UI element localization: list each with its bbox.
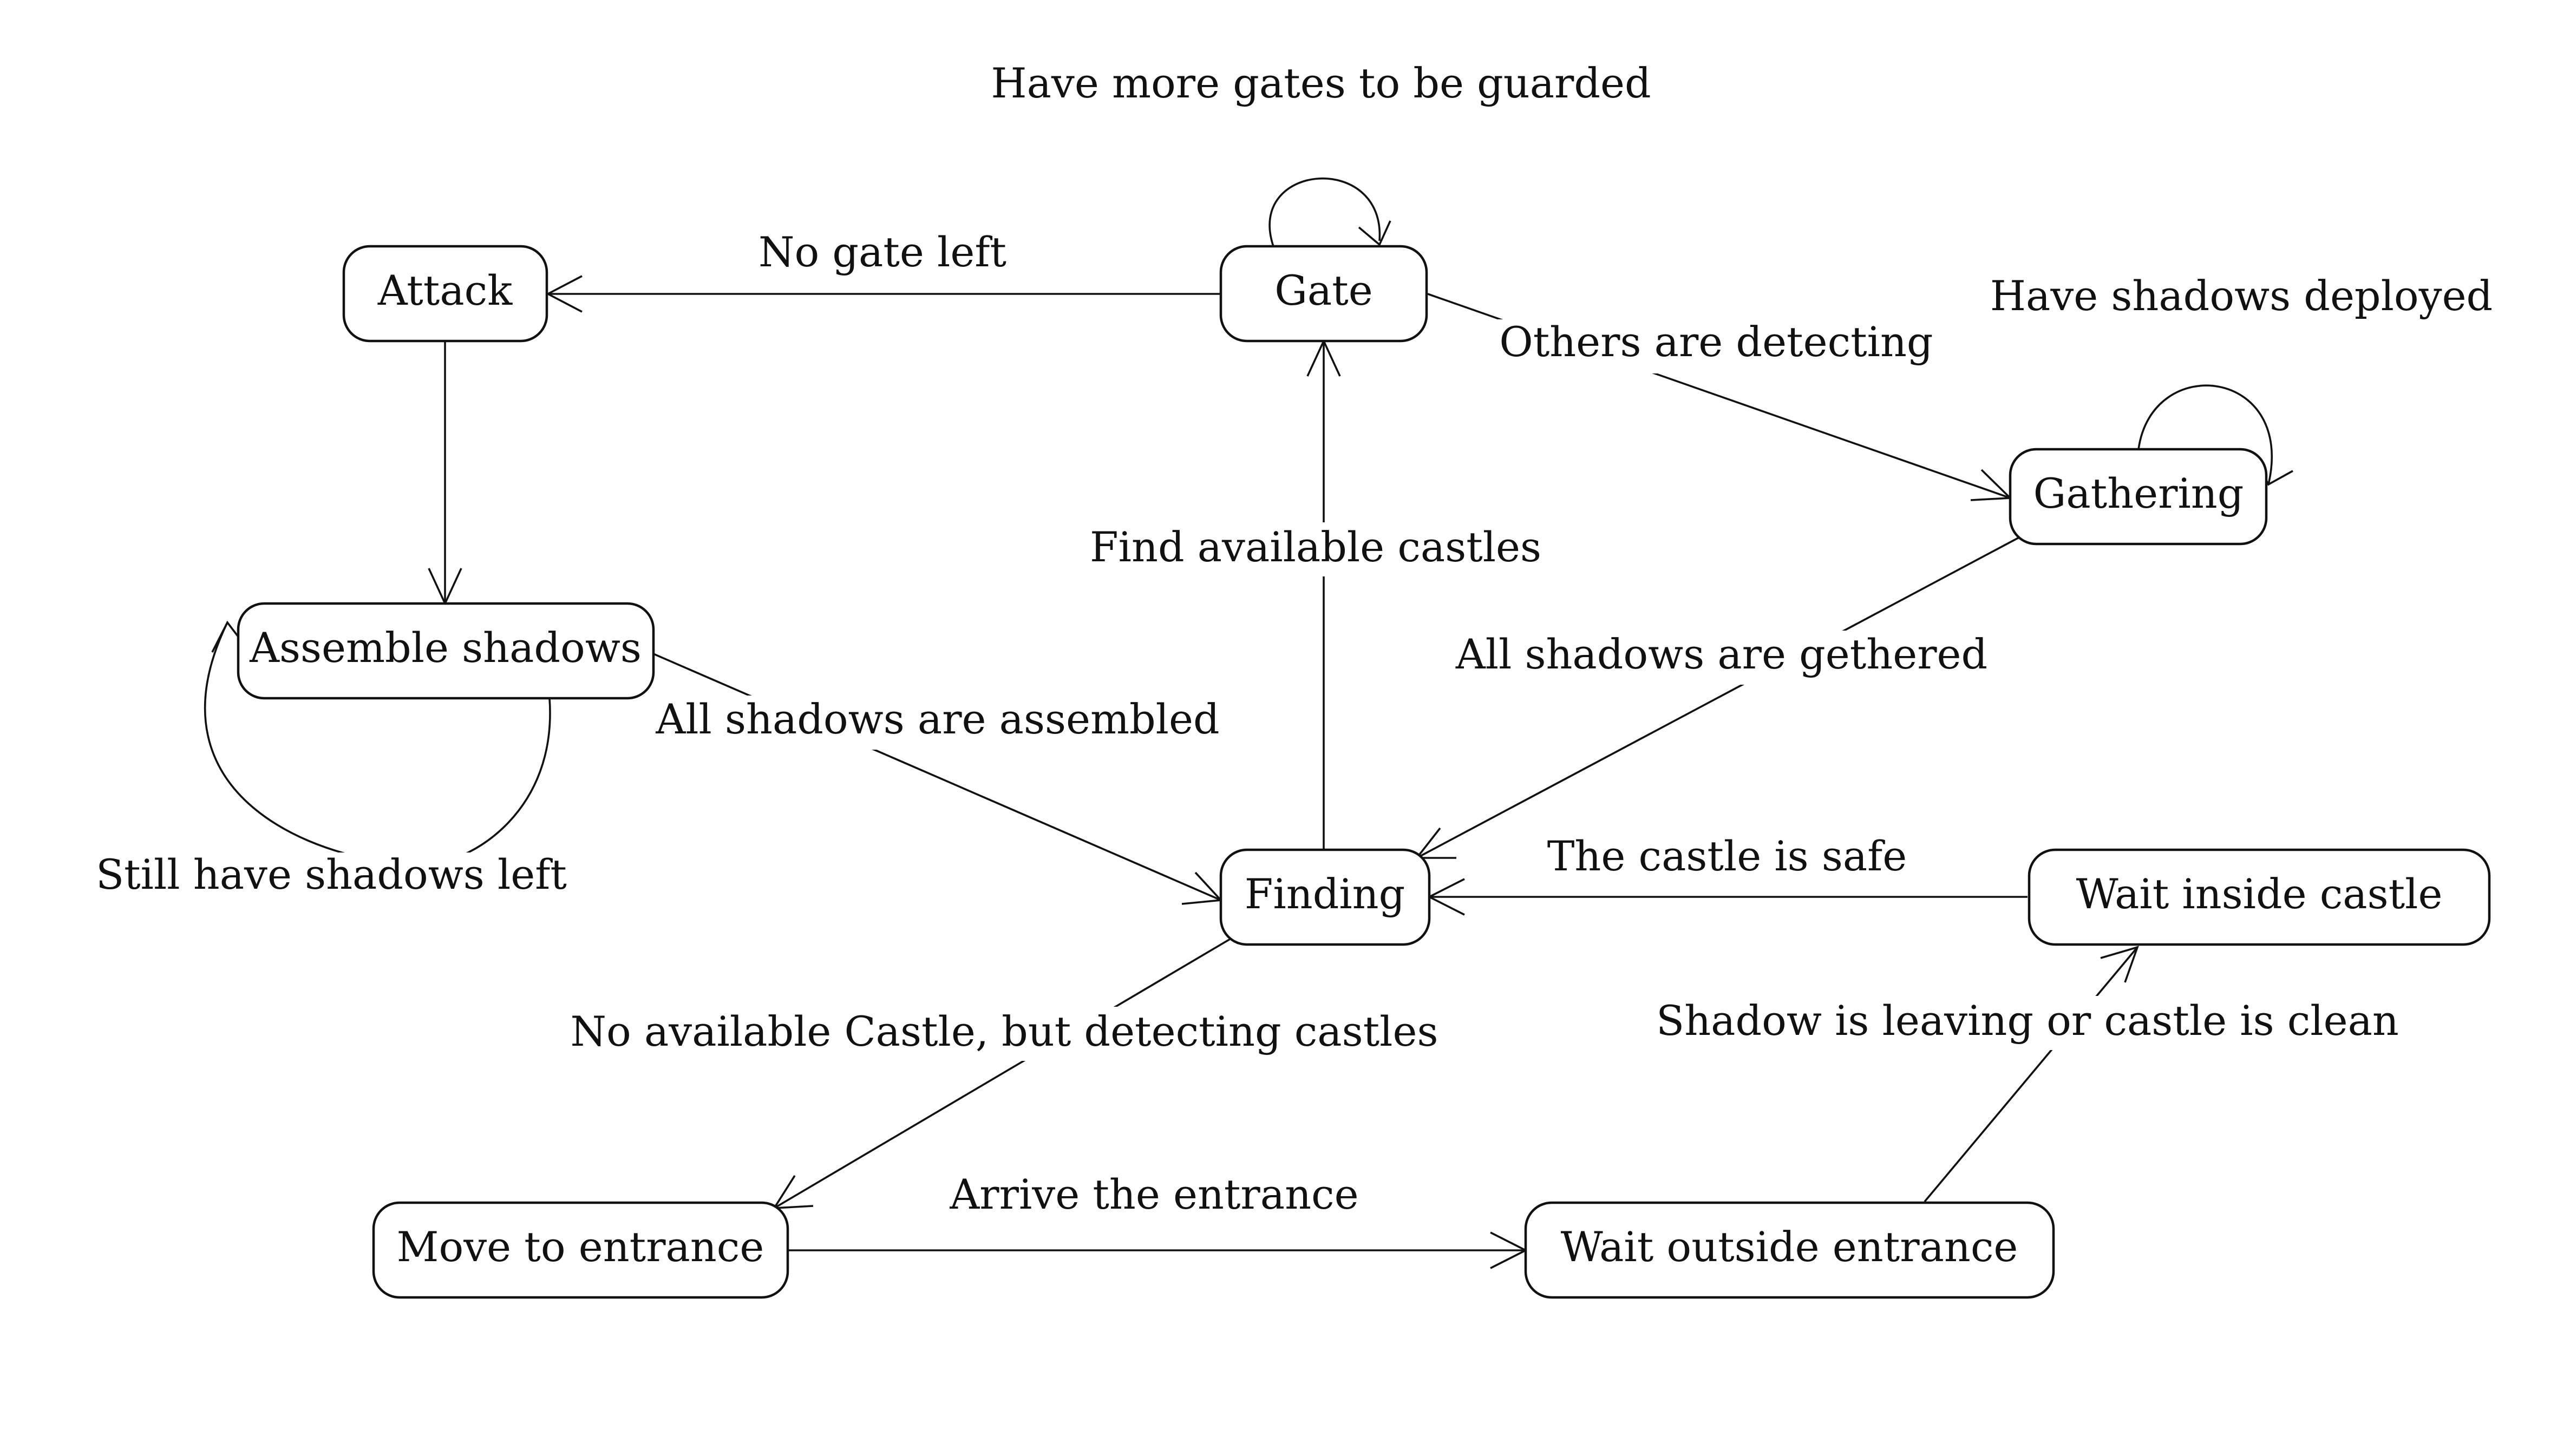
state-gate[interactable]: Gate [1219,245,1428,343]
label-gathering-to-finding: All shadows are gethered [1455,630,1987,678]
state-gathering[interactable]: Gathering [2009,448,2268,546]
state-finding-label: Finding [1245,870,1405,918]
label-gate-self: Have more gates to be guarded [991,59,1651,107]
edge-gathering-self-loop [2137,384,2273,485]
label-outside-to-inside: Shadow is leaving or castle is clean [1656,996,2399,1045]
state-gate-label: Gate [1274,266,1373,314]
state-assemble-shadows[interactable]: Assemble shadows [237,602,655,700]
label-gate-to-attack: No gate left [758,228,1006,276]
state-wait-outside-entrance-label: Wait outside entrance [1561,1223,2018,1271]
arrowhead-finding-to-move [772,1175,814,1209]
edge-gate-self-loop [1268,177,1381,247]
arrowhead-gathering-to-finding [1415,827,1456,859]
edge-gathering-to-finding [1416,535,2023,859]
label-finding-to-gate: Find available castles [1090,523,1541,571]
label-gathering-self: Have shadows deployed [1990,272,2493,320]
state-move-to-entrance-label: Move to entrance [397,1223,764,1271]
state-wait-inside-castle[interactable]: Wait inside castle [2028,848,2491,946]
label-gate-to-gathering: Others are detecting [1499,318,1933,366]
edge-finding-to-move [774,938,1231,1209]
state-attack[interactable]: Attack [342,245,548,343]
label-assemble-to-finding: All shadows are assembled [655,695,1219,743]
arrowhead-assemble-to-finding [1181,871,1223,905]
edge-outside-to-inside [1924,946,2139,1203]
label-inside-to-finding: The castle is safe [1547,832,1907,880]
state-assemble-shadows-label: Assemble shadows [249,624,642,672]
label-assemble-self: Still have shadows left [96,850,567,898]
state-attack-label: Attack [377,266,513,314]
state-finding[interactable]: Finding [1219,848,1431,946]
state-move-to-entrance[interactable]: Move to entrance [372,1201,789,1299]
arrowhead-gate-self [1358,220,1391,246]
state-wait-inside-castle-label: Wait inside castle [2076,870,2443,918]
label-finding-to-move: No available Castle, but detecting castl… [571,1007,1438,1055]
state-wait-outside-entrance[interactable]: Wait outside entrance [1524,1201,2055,1299]
label-move-to-outside: Arrive the entrance [949,1170,1358,1218]
state-gathering-label: Gathering [2033,469,2244,517]
arrowhead-outside-to-inside [2100,946,2139,983]
edge-assemble-to-finding [653,653,1221,901]
